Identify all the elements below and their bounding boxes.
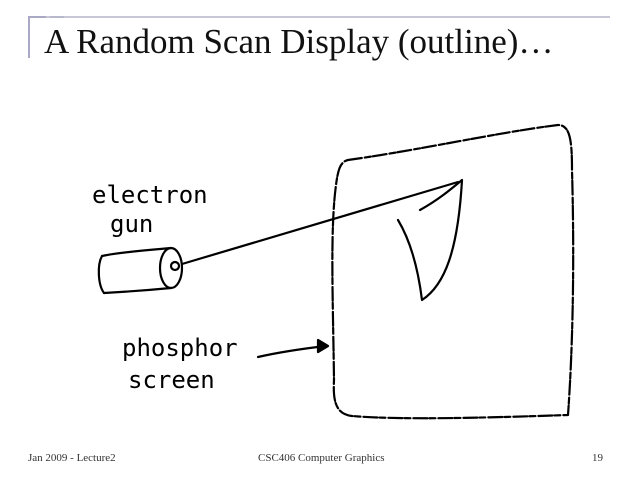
slide-title: A Random Scan Display (outline)… xyxy=(44,22,554,61)
label-phosphor: phosphor xyxy=(122,334,238,362)
screen-drawing xyxy=(396,178,464,302)
label-gun: gun xyxy=(110,210,153,238)
footer-date: Jan 2009 - Lecture2 xyxy=(28,452,116,464)
monitor-outline xyxy=(331,123,575,420)
label-screen: screen xyxy=(128,366,215,394)
electron-gun-icon xyxy=(97,246,184,295)
label-electron: electron xyxy=(92,181,208,209)
title-rule xyxy=(28,16,610,18)
electron-beam xyxy=(180,180,460,266)
phosphor-arrow-icon xyxy=(256,338,330,359)
title-left-rule xyxy=(28,16,30,58)
page-number: 19 xyxy=(592,452,603,464)
footer-course: CSC406 Computer Graphics xyxy=(258,452,385,464)
